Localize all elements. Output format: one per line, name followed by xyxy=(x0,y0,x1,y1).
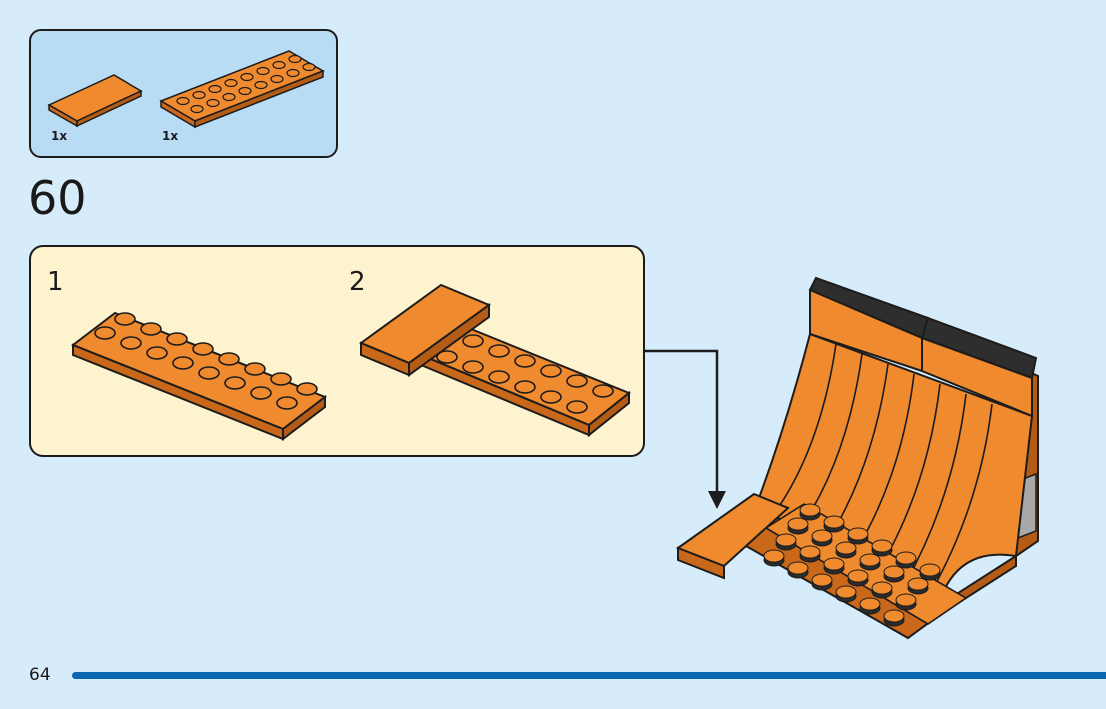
substep-1-plate-image xyxy=(70,311,328,442)
tile-1x4-image xyxy=(47,74,143,128)
parts-list-box: 1x 1x xyxy=(29,29,338,158)
page-number: 64 xyxy=(29,665,51,685)
tile-quantity-label: 1x xyxy=(51,129,68,143)
substep-number-2: 2 xyxy=(349,267,366,297)
substep-number-1: 1 xyxy=(47,267,64,297)
substep-box: 1 2 xyxy=(29,245,645,457)
substep-2-assembly-image xyxy=(358,283,631,438)
halfpipe-model-image xyxy=(675,276,1039,640)
attach-arrow xyxy=(645,349,726,509)
page-progress-bar xyxy=(72,672,1106,679)
step-number: 60 xyxy=(28,171,87,225)
plate-2x8-image xyxy=(159,50,325,129)
plate-quantity-label: 1x xyxy=(162,129,179,143)
